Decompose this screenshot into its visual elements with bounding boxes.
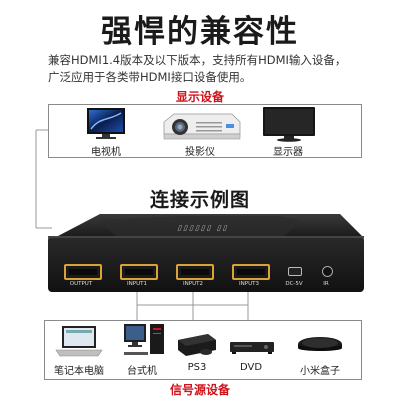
device-label-tvbox: 小米盒子 xyxy=(300,366,340,377)
port-label-input2: INPUT2 xyxy=(183,281,203,287)
port-label-ir: IR xyxy=(323,281,329,287)
dvd-icon xyxy=(230,342,274,354)
device-label-laptop: 笔记本电脑 xyxy=(54,366,104,377)
port-label-input3: INPUT3 xyxy=(239,281,259,287)
port-label-output: OUTPUT xyxy=(69,281,93,287)
monitor-icon xyxy=(87,108,125,139)
tvbox-icon xyxy=(298,337,342,351)
description: 兼容HDMI1.4版本及以下版本，支持所有HDMI输入设备， 广泛应用于各类带H… xyxy=(48,52,378,86)
device-label-tv: 电视机 xyxy=(91,147,121,158)
port-label-dc: DC-5V xyxy=(285,281,303,287)
device-label-projector: 投影仪 xyxy=(185,147,215,158)
display-icon xyxy=(263,107,315,142)
device-label-dvd: DVD xyxy=(239,362,263,373)
hdmi-port-input2 xyxy=(176,264,214,280)
device-label-display: 显示器 xyxy=(273,147,303,158)
source-devices-label: 信号源设备 xyxy=(169,383,230,397)
device-label-ps3: PS3 xyxy=(187,362,207,373)
ps3-icon xyxy=(178,334,216,356)
hdmi-port-output xyxy=(64,264,102,280)
port-label-input1: INPUT1 xyxy=(127,281,147,287)
section-title: 连接示例图 xyxy=(149,189,250,211)
device-brand-text: ▯▯▯▯▯▯ ▯▯ xyxy=(176,224,231,232)
description-line-2: 广泛应用于各类带HDMI接口设备使用。 xyxy=(48,70,252,84)
device-label-desktop: 台式机 xyxy=(127,366,157,377)
laptop-icon xyxy=(55,326,103,357)
hdmi-port-input3 xyxy=(232,264,270,280)
projector-icon xyxy=(163,113,241,140)
desktop-icon xyxy=(124,324,164,355)
display-devices-label: 显示设备 xyxy=(175,90,224,104)
page-title: 强悍的兼容性 xyxy=(101,14,299,50)
description-line-1: 兼容HDMI1.4版本及以下版本，支持所有HDMI输入设备， xyxy=(48,53,347,67)
hdmi-port-input1 xyxy=(120,264,158,280)
ir-port xyxy=(322,266,333,277)
dc-port xyxy=(288,267,302,276)
